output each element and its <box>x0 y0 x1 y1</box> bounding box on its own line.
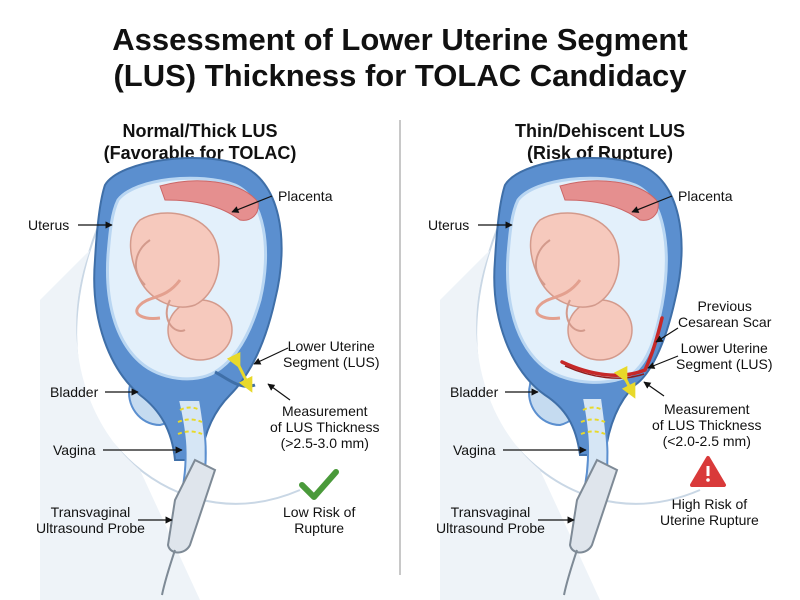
lus-label-line-2: Segment (LUS) <box>283 354 380 370</box>
fetus-limbs <box>535 239 586 332</box>
probe-label-line-1: Transvaginal <box>50 504 131 520</box>
skin-background <box>440 250 600 600</box>
risk-label: Low Risk of Rupture <box>283 504 355 536</box>
cesarean-scar-inner <box>564 365 645 379</box>
right-diagram-illustration <box>440 156 726 600</box>
vagina-label: Vagina <box>53 442 96 458</box>
probe-cable <box>161 549 176 596</box>
risk-label-line-1: Low Risk of <box>283 504 356 520</box>
uterus-label: Uterus <box>428 217 470 233</box>
probe-label: Transvaginal Ultrasound Probe <box>36 504 145 536</box>
fetus-limbs <box>135 239 186 332</box>
lus-measure-arrow <box>613 365 636 399</box>
umbilical-cord <box>535 279 582 320</box>
measurement-line-1: Measurement <box>663 401 750 417</box>
bladder-label: Bladder <box>50 384 99 400</box>
lus-pointer <box>253 347 289 365</box>
measurement-line-2: of LUS Thickness <box>652 417 762 433</box>
left-panel-heading: Normal/Thick LUS (Favorable for TOLAC) <box>0 120 400 164</box>
lus-label-line-1: Lower Uterine <box>680 340 768 356</box>
measurement-line-3: (<2.0-2.5 mm) <box>662 433 751 449</box>
page-title: Assessment of Lower Uterine Segment (LUS… <box>0 22 800 94</box>
fetus-body <box>529 212 620 308</box>
lus-label-line-1: Lower Uterine <box>287 338 375 354</box>
ultrasound-waves <box>177 406 203 435</box>
scar-label-line-2: Cesarean Scar <box>678 314 772 330</box>
right-heading-line-1: Thin/Dehiscent LUS <box>514 121 685 141</box>
lus-pointer <box>647 355 679 369</box>
left-heading-line-1: Normal/Thick LUS <box>122 121 278 141</box>
check-icon <box>299 469 339 500</box>
ultrasound-waves <box>580 406 606 435</box>
fetus-body <box>129 212 220 308</box>
right-panel-thin-lus: Uterus Placenta Previous Cesarean Scar L… <box>400 0 800 600</box>
probe-cable <box>563 549 578 596</box>
warning-icon <box>690 456 726 487</box>
measure-pointer <box>267 383 291 401</box>
lus-label: Lower Uterine Segment (LUS) <box>676 340 772 372</box>
probe-label-line-2: Ultrasound Probe <box>436 520 545 536</box>
lus-label: Lower Uterine Segment (LUS) <box>283 338 379 370</box>
probe-label-line-1: Transvaginal <box>450 504 531 520</box>
placenta-label: Placenta <box>278 188 333 204</box>
scar-pointer <box>655 327 679 343</box>
probe-body <box>568 458 619 554</box>
measurement-line-3: (>2.5-3.0 mm) <box>280 435 369 451</box>
left-heading-line-2: (Favorable for TOLAC) <box>103 143 297 163</box>
skin-background <box>40 250 200 600</box>
left-panel-normal-lus: Uterus Placenta Lower Uterine Segment (L… <box>28 156 379 600</box>
placenta-pointer <box>631 195 673 213</box>
title-line-1: Assessment of Lower Uterine Segment <box>112 22 688 57</box>
title-line-2: (LUS) Thickness for TOLAC Candidacy <box>113 58 687 93</box>
right-heading-line-2: (Risk of Rupture) <box>527 143 673 163</box>
right-panel-heading: Thin/Dehiscent LUS (Risk of Rupture) <box>400 120 800 164</box>
probe-body <box>166 458 217 554</box>
placenta-label: Placenta <box>678 188 733 204</box>
left-diagram-illustration <box>40 156 339 600</box>
measurement-line-2: of LUS Thickness <box>270 419 380 435</box>
measurement-label: Measurement of LUS Thickness (>2.5-3.0 m… <box>270 403 379 451</box>
panel-divider <box>399 120 401 575</box>
risk-label-line-2: Uterine Rupture <box>660 512 759 528</box>
probe-label-line-2: Ultrasound Probe <box>36 520 145 536</box>
scar-label-line-1: Previous <box>697 298 752 314</box>
bladder-label: Bladder <box>450 384 499 400</box>
umbilical-cord <box>135 279 182 320</box>
lus-measure-arrow <box>226 351 253 393</box>
scar-label: Previous Cesarean Scar <box>678 298 771 330</box>
measurement-line-1: Measurement <box>281 403 368 419</box>
measurement-label: Measurement of LUS Thickness (<2.0-2.5 m… <box>652 401 761 449</box>
risk-label-line-2: Rupture <box>294 520 345 536</box>
risk-label: High Risk of Uterine Rupture <box>660 496 759 528</box>
risk-label-line-1: High Risk of <box>671 496 748 512</box>
vagina-label: Vagina <box>453 442 496 458</box>
placenta-pointer <box>231 195 273 213</box>
measure-pointer <box>643 381 665 397</box>
probe-label: Transvaginal Ultrasound Probe <box>436 504 545 536</box>
uterus-label: Uterus <box>28 217 70 233</box>
lus-label-line-2: Segment (LUS) <box>676 356 773 372</box>
